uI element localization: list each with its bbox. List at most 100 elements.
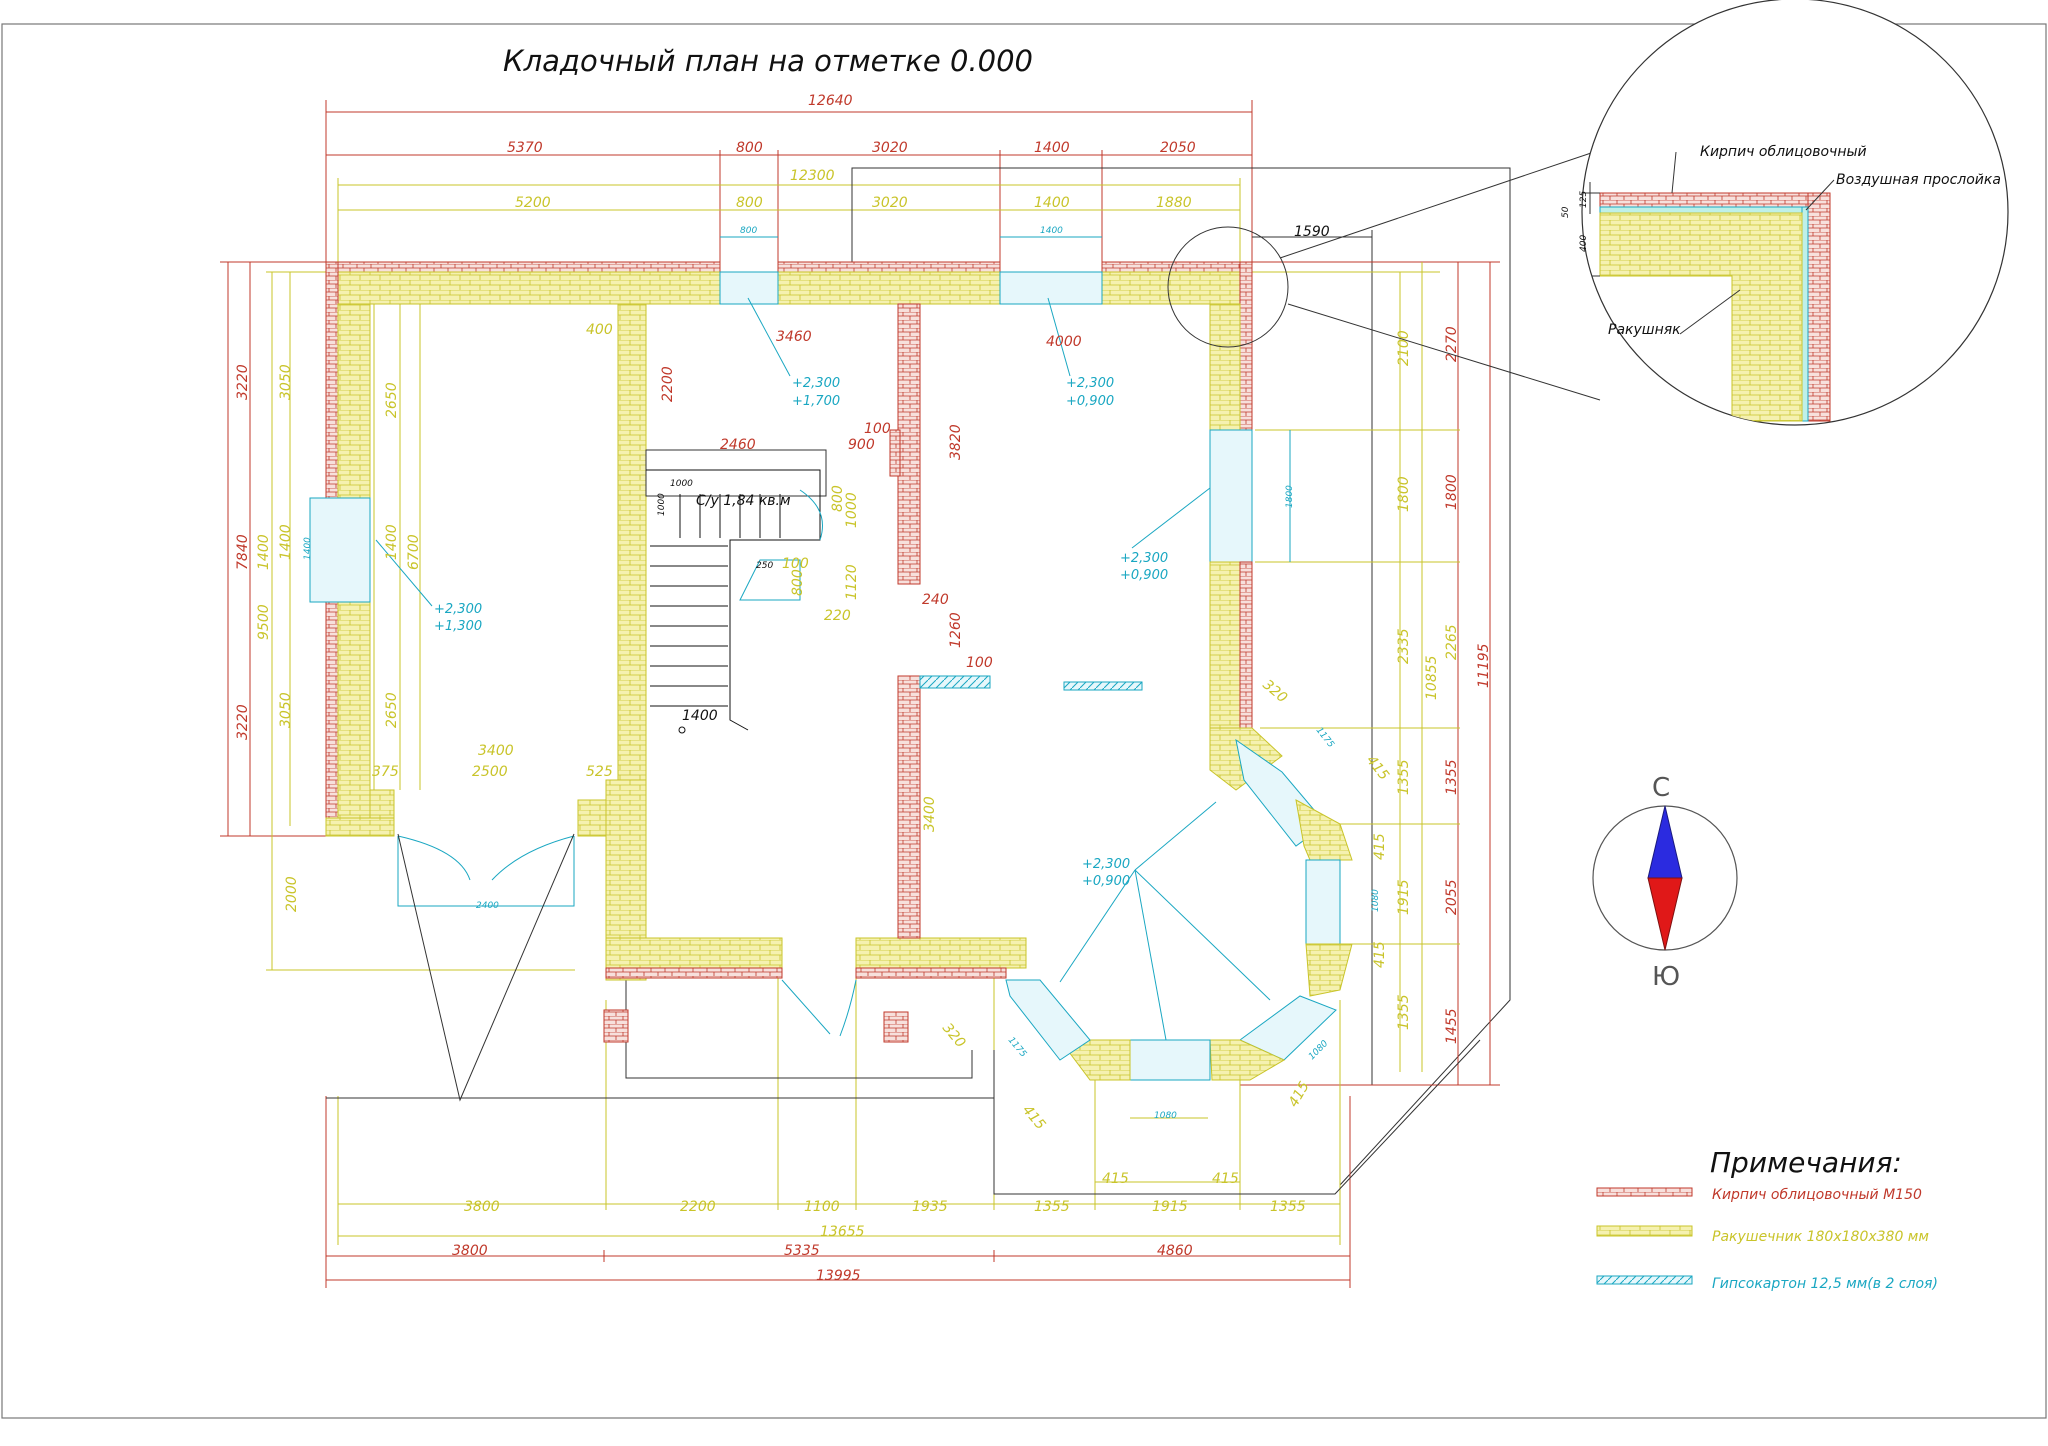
dim-diag-1080: 1080 <box>1307 1039 1330 1062</box>
detail-wall-section <box>1582 182 1831 422</box>
dim-right-inner-3: 2335 <box>1396 628 1412 664</box>
dim-left-overall: 7840 <box>235 534 251 570</box>
dim-right-outer-4: 2265 <box>1444 624 1460 660</box>
wc-dim-5: 250 <box>756 561 773 571</box>
dim-bottom-overall: 13995 <box>816 1268 861 1284</box>
dim-bottom-row2-2: 5335 <box>784 1243 820 1259</box>
dimension-lines <box>220 100 1511 1288</box>
dim-win-top-2: 1400 <box>1040 226 1063 236</box>
dim-top-outer-4: 1400 <box>1034 140 1070 156</box>
dim-top-inner-5: 1880 <box>1156 195 1192 211</box>
dim-bottom-3: 1100 <box>804 1199 840 1215</box>
elev-5-bottom: +0,900 <box>1082 874 1130 889</box>
dim-3460: 3460 <box>776 329 812 345</box>
dim-left-inner-3: 2650 <box>384 692 400 728</box>
dim-left-inner-1: 2650 <box>384 382 400 418</box>
dim-bottom-mid-total: 13655 <box>820 1224 865 1240</box>
dim-1260: 1260 <box>948 612 964 648</box>
detail-label-shell: Ракушняк <box>1608 322 1681 338</box>
dim-bottom-4: 1935 <box>912 1199 948 1215</box>
legend-text-shell: Ракушечник 180х180х380 мм <box>1712 1229 1929 1245</box>
dim-right-outer-2: 1800 <box>1444 474 1460 510</box>
wc-dim-1: 1000 <box>670 479 693 489</box>
legend-swatch-shell <box>1596 1225 1693 1237</box>
dim-top-inner-4: 1400 <box>1034 195 1070 211</box>
dim-100-b: 100 <box>966 655 993 671</box>
elev-4-bottom: +0,900 <box>1120 568 1168 583</box>
dim-right-win-2: 1080 <box>1371 889 1381 912</box>
dim-left-mid-2: 1400 <box>278 524 294 560</box>
dim-bottom-7: 1355 <box>1270 1199 1306 1215</box>
dim-bottom-1: 3800 <box>464 1199 500 1215</box>
dim-top-inner-1: 5200 <box>515 195 551 211</box>
detail-callout-circle <box>1167 226 1289 348</box>
elev-3-top: +2,300 <box>434 602 482 617</box>
detail-leader-facing <box>1671 151 1677 194</box>
dim-100-a: 100 <box>864 421 891 437</box>
dim-bay-1175: 1175 <box>1314 726 1336 750</box>
sheet-border <box>1 23 2047 1419</box>
compass-south: Ю <box>1652 962 1680 992</box>
dim-overall-outer: 12640 <box>808 93 853 109</box>
wc-dim-9: 220 <box>824 608 851 624</box>
dim-right-inner-1: 2100 <box>1396 330 1412 366</box>
dim-3820: 3820 <box>948 424 964 460</box>
detail-dim-50: 50 <box>1561 206 1571 218</box>
dim-bay-bottom-1080: 1080 <box>1154 1111 1177 1121</box>
elev-5-top: +2,300 <box>1082 857 1130 872</box>
dim-right-inner-6: 1355 <box>1396 994 1412 1030</box>
dim-diag-415-a: 415 <box>1019 1102 1048 1133</box>
dim-right-outer-6: 2055 <box>1444 879 1460 915</box>
dim-bottom-2: 2200 <box>680 1199 716 1215</box>
dim-left-mid-1: 3050 <box>278 364 294 400</box>
dim-overall-inner: 12300 <box>790 168 835 184</box>
legend-text-brick: Кирпич облицовочный М150 <box>1712 1187 1922 1203</box>
dim-left-inner-total: 6700 <box>406 534 422 570</box>
dim-top-outer-1: 5370 <box>507 140 543 156</box>
elev-1-top: +2,300 <box>792 376 840 391</box>
dim-525: 525 <box>586 764 613 780</box>
dim-top-outer-3: 3020 <box>872 140 908 156</box>
dim-2200: 2200 <box>660 366 676 402</box>
dim-right-inner-5: 1915 <box>1396 879 1412 915</box>
dim-2460: 2460 <box>720 437 756 453</box>
dim-4000: 4000 <box>1046 334 1082 350</box>
detail-dim-125: 125 <box>1579 191 1589 208</box>
dim-left-win: 1400 <box>303 537 313 560</box>
dim-400: 400 <box>586 322 613 338</box>
dim-right-inner-4: 1355 <box>1396 759 1412 795</box>
dim-2500: 2500 <box>472 764 508 780</box>
legend-swatch-brick <box>1596 1187 1693 1197</box>
dim-right-outer-3: 10855 <box>1424 655 1440 700</box>
dim-bay-415-a: 415 <box>1363 753 1392 784</box>
dim-left-mid-3: 3050 <box>278 692 294 728</box>
elevation-leaders <box>375 297 1271 1041</box>
elev-2-top: +2,300 <box>1066 376 1114 391</box>
detail-leader-air <box>1805 179 1835 211</box>
dim-bay-320: 320 <box>1259 677 1290 706</box>
dim-right-outer-7: 1455 <box>1444 1008 1460 1044</box>
dim-bottom-5: 1355 <box>1034 1199 1070 1215</box>
dim-left-outer-1: 3220 <box>235 364 251 400</box>
dim-left-outer-3: 3220 <box>235 704 251 740</box>
detail-label-air: Воздушная прослойка <box>1836 172 2001 188</box>
wc-dim-8: 1120 <box>844 564 860 600</box>
dim-win-top-1: 800 <box>740 226 757 236</box>
dim-bottom-row2-3: 4860 <box>1157 1243 1193 1259</box>
dim-right-win-1: 1800 <box>1285 485 1295 508</box>
dim-diag-320: 320 <box>939 1020 968 1051</box>
wc-dim-6: 100 <box>782 556 809 572</box>
dim-offset-1590: 1590 <box>1294 224 1330 240</box>
elev-1-bottom: +1,700 <box>792 394 840 409</box>
legend-text-gypsum: Гипсокартон 12,5 мм(в 2 слоя) <box>1712 1276 1938 1292</box>
dim-bay-415-b: 415 <box>1372 833 1388 860</box>
wc-dim-7: 800 <box>790 569 806 596</box>
elev-3-bottom: +1,300 <box>434 619 482 634</box>
wc-label: С/у 1,84 кв.м <box>696 493 791 509</box>
compass-north: С <box>1652 773 1670 803</box>
wc-dim-4: 1000 <box>844 492 860 528</box>
dim-diag-1175: 1175 <box>1006 1036 1029 1060</box>
dim-3400-h: 3400 <box>478 743 514 759</box>
dim-bay-bottom-415-a: 415 <box>1102 1171 1129 1187</box>
